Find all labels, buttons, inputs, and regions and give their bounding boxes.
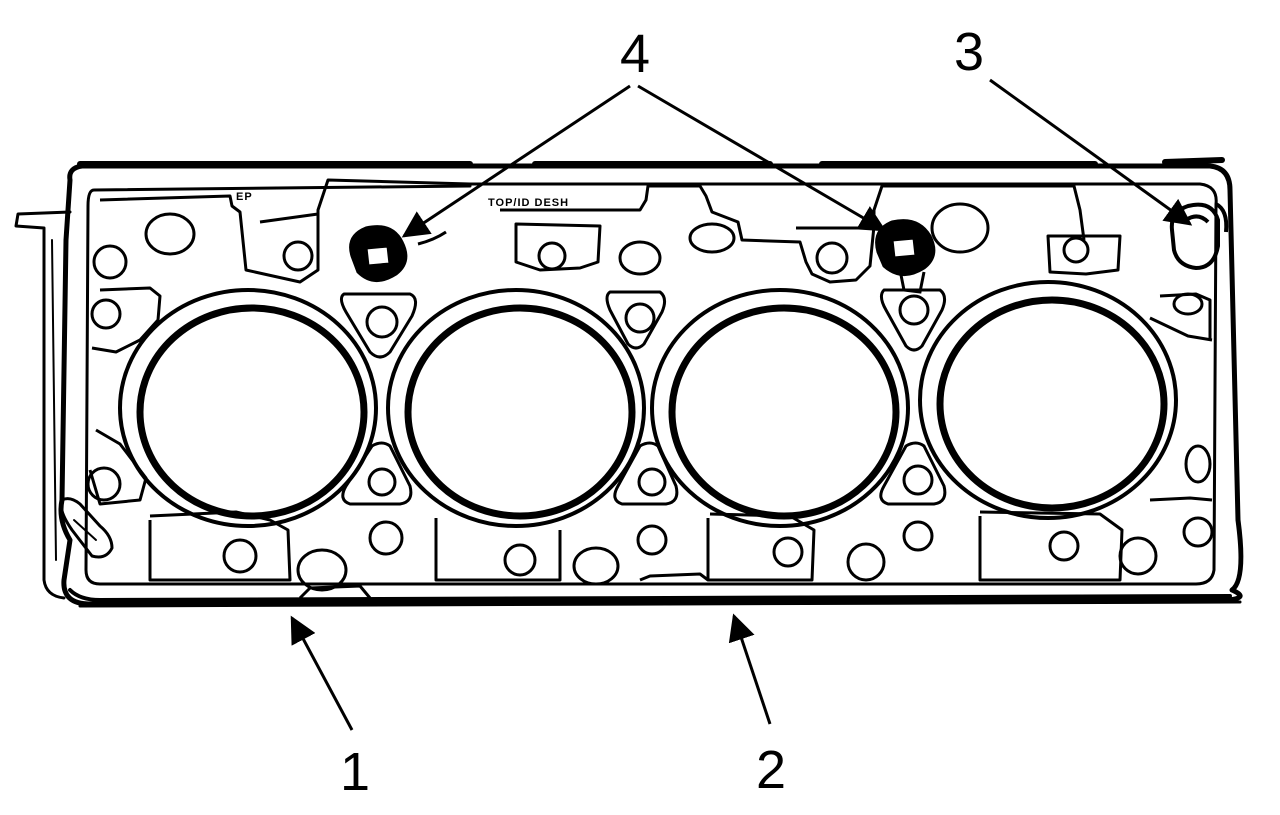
stamp-left: EP	[236, 191, 253, 203]
leader-2	[728, 613, 772, 725]
locating-pin	[1169, 202, 1229, 271]
cylinder-bores	[118, 280, 1178, 528]
cylinder-bore-4	[918, 280, 1178, 520]
bore-bridges	[339, 288, 947, 506]
coolant-passages	[88, 178, 1213, 600]
callout-leaders	[290, 78, 1193, 731]
cylinder-bore-1	[118, 288, 378, 528]
leader-4-left	[401, 84, 631, 238]
leader-3	[989, 78, 1193, 226]
cylinder-bore-3	[650, 288, 910, 528]
dowel-sleeve-right	[875, 219, 936, 294]
leader-1	[290, 615, 354, 731]
callout-3: 3	[954, 22, 984, 82]
callout-2: 2	[756, 740, 786, 800]
gasket-holes	[86, 202, 1214, 592]
callout-1: 1	[340, 742, 370, 802]
gasket-outline	[14, 157, 1244, 608]
leader-4-right	[637, 84, 887, 232]
stamp-middle: TOP/ID DESH	[488, 197, 569, 209]
callout-4: 4	[620, 24, 650, 84]
cylinder-bore-2	[386, 288, 646, 528]
dowel-sleeve-left	[349, 225, 447, 282]
